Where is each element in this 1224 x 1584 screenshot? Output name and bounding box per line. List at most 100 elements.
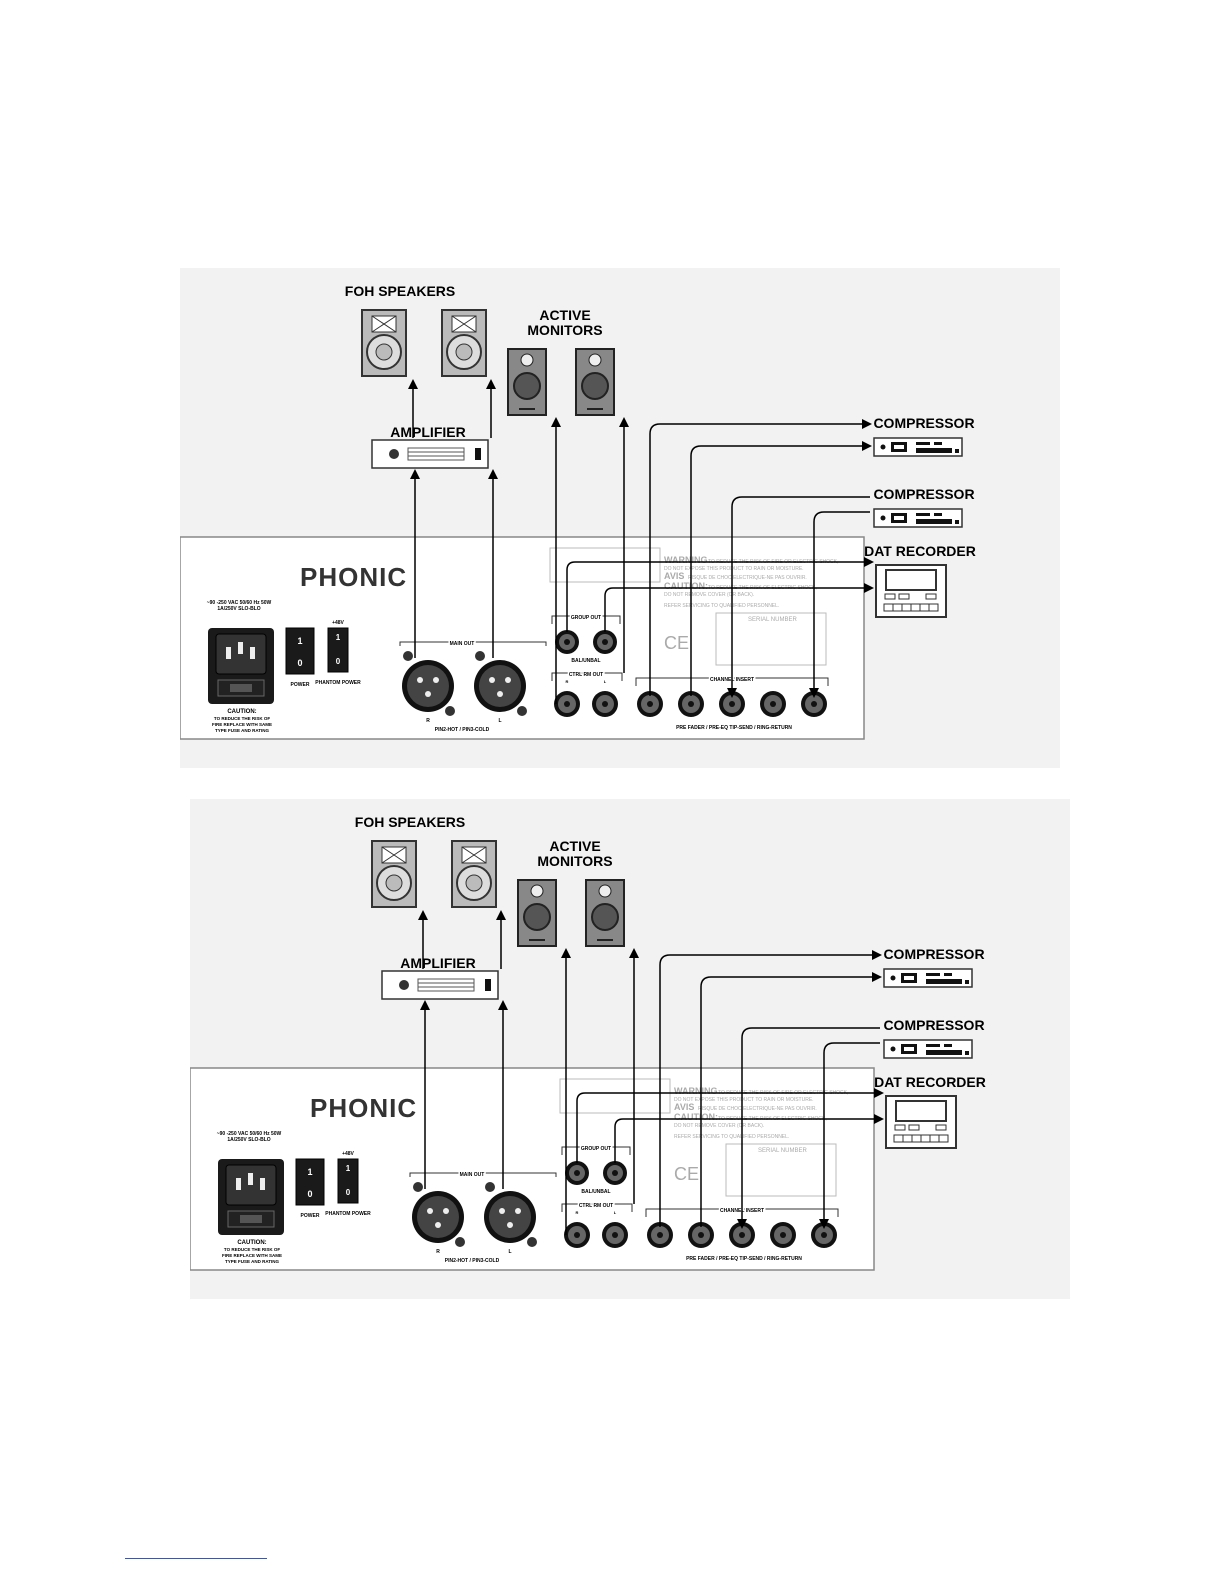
active-monitors-label-line1: ACTIVE — [549, 838, 600, 854]
pin-label: PIN2-HOT / PIN3-COLD — [435, 727, 490, 733]
insert-footer-label: PRE FADER / PRE-EQ TIP-SEND / RING-RETUR… — [676, 725, 792, 731]
plus48v-label: +48V — [332, 620, 344, 626]
power-switch-off-label: 0 — [297, 658, 302, 668]
ctrl-rm-out-jack-r — [554, 691, 580, 717]
active-monitor-right — [585, 879, 625, 947]
group-out-jack-1 — [555, 630, 579, 654]
phantom-switch-off-label: 0 — [346, 1188, 351, 1197]
serial-number-box — [715, 612, 827, 666]
amplifier-label: AMPLIFIER — [390, 424, 465, 440]
caution-text-line3: TYPE FUSE AND RATING — [225, 1259, 280, 1264]
active-monitors-label-line2: MONITORS — [537, 853, 612, 869]
ctrl-l-label: L — [614, 1210, 617, 1215]
insert-2-to-compressor-1 — [700, 972, 882, 1227]
avis-text: RISQUE DE CHOC ELECTRIQUE-NE PAS OUVRIR. — [688, 575, 807, 581]
group-out-1-to-dat — [566, 557, 874, 632]
refer-text: REFER SERVICING TO QUALIFIED PERSONNEL. — [674, 1134, 789, 1140]
compressor-2-to-insert-3 — [727, 496, 870, 698]
ctrl-r-label: R — [566, 679, 569, 684]
phonic-logo: PHONIC — [310, 1093, 417, 1123]
caution2-title: CAUTION: — [674, 1112, 718, 1122]
group-out-1-to-dat — [576, 1088, 884, 1163]
channel-insert-jack-2 — [688, 1222, 714, 1248]
power-switch: 1 0 — [295, 1158, 325, 1206]
channel-insert-jack-5 — [801, 691, 827, 717]
compressor-2-unit — [873, 508, 963, 528]
foh-speakers-label: FOH SPEAKERS — [345, 283, 455, 299]
connection-diagram-1: FOH SPEAKERS ACTIVE MONITORS AMPLIFIER — [179, 268, 1060, 773]
connection-lines — [408, 379, 874, 704]
connection-diagram-2: FOH SPEAKERS ACTIVE MONITORS AMPLIFIER — [189, 799, 1070, 1304]
channel-insert-jack-4 — [770, 1222, 796, 1248]
main-out-xlr-right — [412, 1182, 465, 1247]
amplifier-label: AMPLIFIER — [400, 955, 475, 971]
ctrl-l-label: L — [604, 679, 607, 684]
bal-unbal-label: BAL/UNBAL — [581, 1189, 610, 1195]
main-out-label: MAIN OUT — [460, 1172, 485, 1178]
main-out-r-label: R — [426, 718, 430, 724]
group-out-label: GROUP OUT — [571, 615, 601, 621]
serial-number-label: SERIAL NUMBER — [758, 1148, 807, 1154]
dat-recorder-unit — [875, 564, 947, 618]
compressor-2-to-insert-5 — [809, 511, 870, 698]
compressor-1-label: COMPRESSOR — [873, 415, 974, 431]
compressor-1-label: COMPRESSOR — [883, 946, 984, 962]
group-out-jack-2 — [593, 630, 617, 654]
power-switch-off-label: 0 — [307, 1189, 312, 1199]
ctrl-r-label: R — [576, 1210, 579, 1215]
iec-power-inlet — [208, 628, 274, 704]
avis-title: AVIS — [674, 1102, 694, 1112]
channel-insert-jack-1 — [637, 691, 663, 717]
channel-insert-jack-3 — [719, 691, 745, 717]
main-out-label: MAIN OUT — [450, 641, 475, 647]
bal-unbal-label: BAL/UNBAL — [571, 658, 600, 664]
caution-title: CAUTION: — [227, 709, 256, 715]
caution-text-line1: TO REDUCE THE RISK OF — [224, 1247, 280, 1252]
footer-link-rule — [125, 1558, 267, 1559]
mixer-rear-panel: PHONIC ~90 -250 VAC 50/60 Hz 50W 1A/250V… — [189, 1067, 875, 1271]
ctrl-rm-out-label: CTRL RM OUT — [569, 672, 603, 678]
connection-diagram-svg: FOH SPEAKERS ACTIVE MONITORS AMPLIFIER — [179, 268, 1060, 768]
channel-insert-jack-1 — [647, 1222, 673, 1248]
active-monitors-label-line1: ACTIVE — [539, 307, 590, 323]
power-switch-on-label: 1 — [297, 636, 302, 646]
serial-number-label: SERIAL NUMBER — [748, 617, 797, 623]
ctrl-rm-out-jack-r — [564, 1222, 590, 1248]
power-switch-on-label: 1 — [307, 1167, 312, 1177]
main-out-xlr-right — [402, 651, 455, 716]
connection-lines — [418, 910, 884, 1235]
foh-speaker-left — [361, 309, 407, 377]
power-spec-line1: ~90 -250 VAC 50/60 Hz 50W — [217, 1131, 282, 1137]
insert-1-to-compressor-1 — [659, 950, 882, 1227]
ce-mark: CE — [674, 1164, 699, 1184]
compressor-1-unit — [873, 437, 963, 457]
group-out-jack-2 — [603, 1161, 627, 1185]
active-monitor-left — [517, 879, 557, 947]
group-out-2-to-dat — [614, 1114, 884, 1163]
phantom-switch-on-label: 1 — [346, 1164, 351, 1173]
plus48v-label: +48V — [342, 1151, 354, 1157]
insert-1-to-compressor-1 — [649, 419, 872, 696]
group-out-2-to-dat — [604, 583, 874, 632]
compressor-2-unit — [883, 1039, 973, 1059]
ce-mark: CE — [664, 633, 689, 653]
main-out-xlr-left — [484, 1182, 537, 1247]
power-label: POWER — [301, 1213, 320, 1219]
power-spec-line2: 1A/250V SLO-BLO — [217, 606, 260, 612]
connection-diagram-svg: FOH SPEAKERS ACTIVE MONITORS AMPLIFIER — [189, 799, 1070, 1299]
phonic-logo: PHONIC — [300, 562, 407, 592]
caution-text-line2: FIRE REPLACE WITH SAME — [212, 722, 272, 727]
group-out-jack-1 — [565, 1161, 589, 1185]
caution-text-line2: FIRE REPLACE WITH SAME — [222, 1253, 282, 1258]
compressor-2-to-insert-3 — [737, 1027, 880, 1229]
compressor-2-label: COMPRESSOR — [873, 486, 974, 502]
amplifier-unit — [381, 970, 499, 1000]
channel-insert-jack-5 — [811, 1222, 837, 1248]
phantom-switch-off-label: 0 — [336, 657, 341, 666]
foh-speaker-left — [371, 840, 417, 908]
compressor-2-label: COMPRESSOR — [883, 1017, 984, 1033]
warning-text2: DO NOT EXPOSE THIS PRODUCT TO RAIN OR MO… — [664, 566, 804, 572]
refer-text: REFER SERVICING TO QUALIFIED PERSONNEL. — [664, 603, 779, 609]
phantom-power-switch: 1 0 — [327, 627, 349, 673]
pin-label: PIN2-HOT / PIN3-COLD — [445, 1258, 500, 1264]
